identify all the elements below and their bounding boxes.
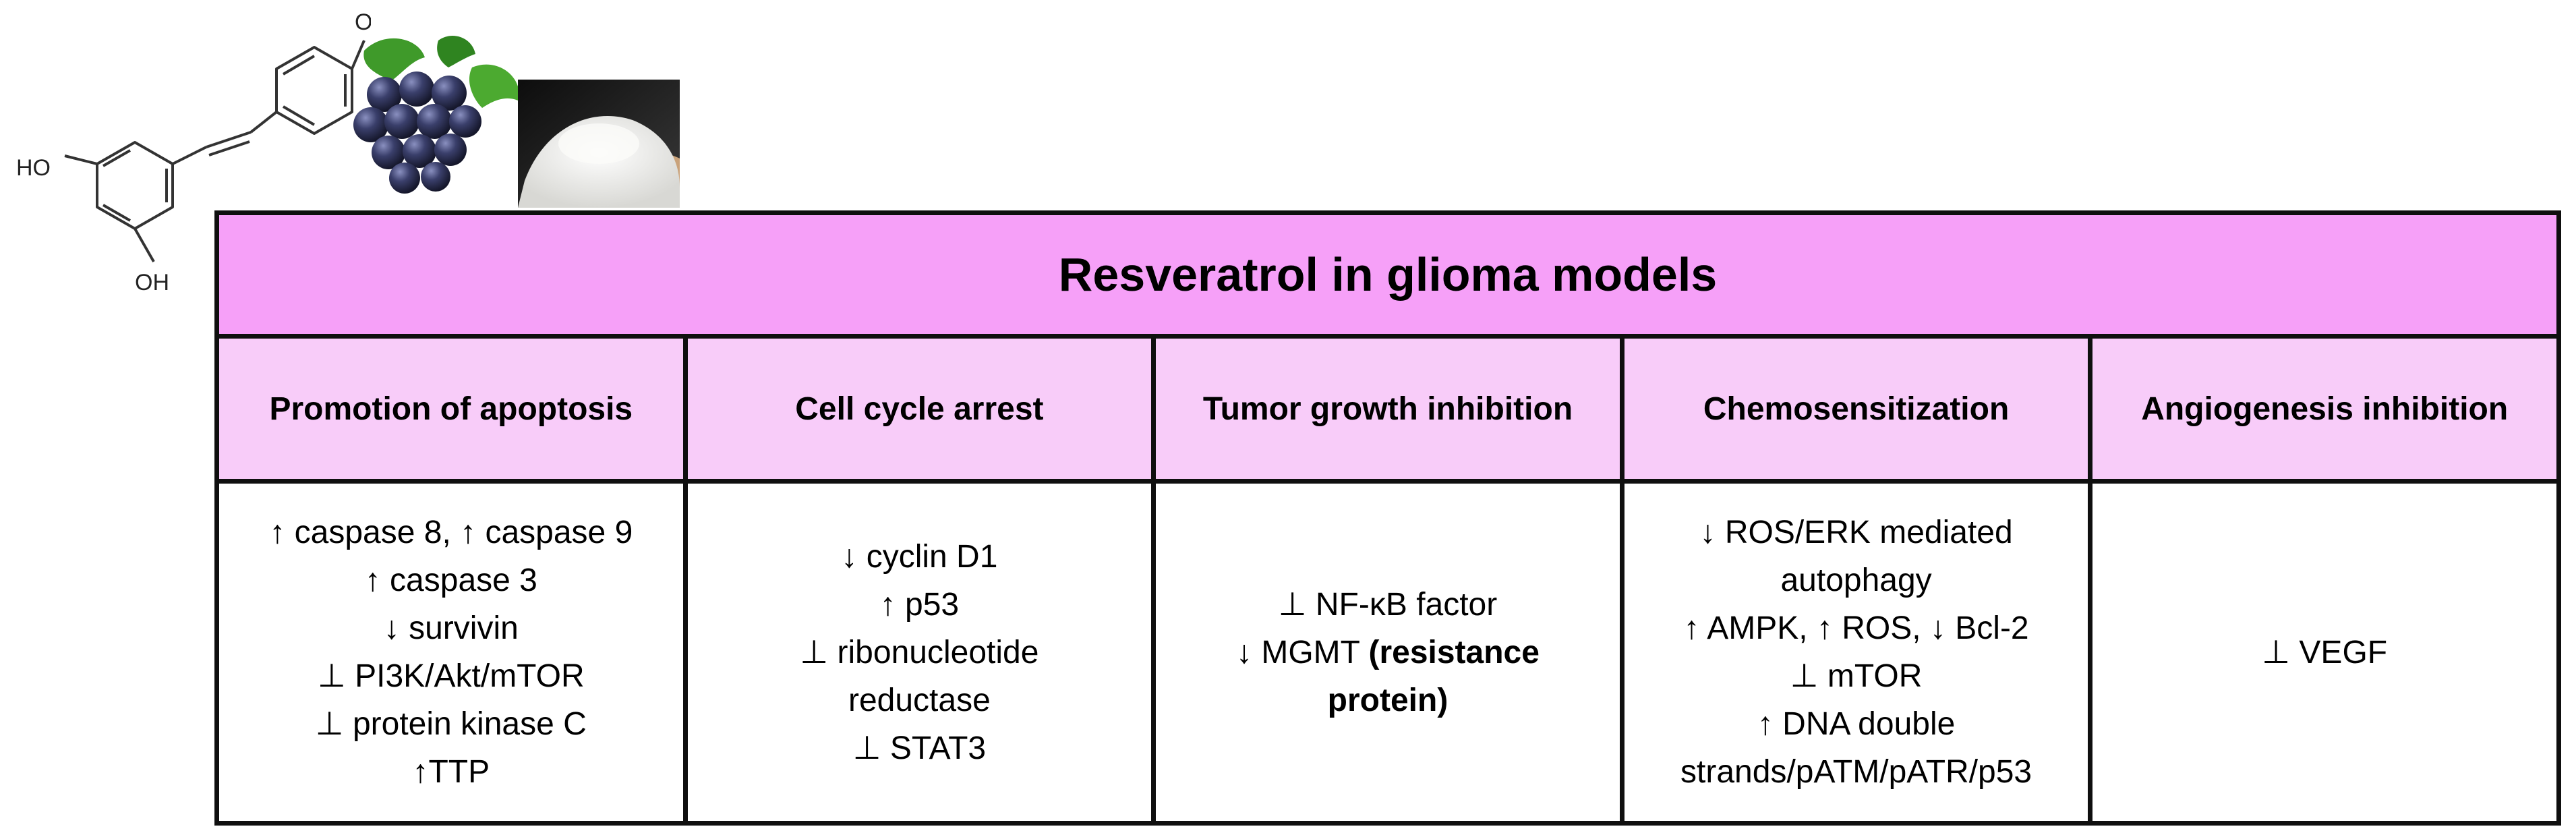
effect-text: ↑ p53 xyxy=(879,586,960,623)
column-effects: ⊥ VEGF xyxy=(2088,479,2561,826)
effect-line: ⊥ NF-κB factor xyxy=(1156,581,1620,629)
effect-line: ↑ caspase 8, ↑ caspase 9 xyxy=(219,509,683,556)
effect-line: ⊥ STAT3 xyxy=(688,724,1152,772)
title-row: Resveratrol in glioma models xyxy=(214,210,2561,339)
effect-line: strands/pATM/pATR/p53 xyxy=(1624,748,2088,796)
effect-text: ↑ caspase 3 xyxy=(364,563,537,598)
effect-line: ↑ caspase 3 xyxy=(219,556,683,604)
effect-text: strands/pATM/pATR/p53 xyxy=(1680,754,2032,790)
body-row: ↑ caspase 8, ↑ caspase 9 ↑ caspase 3 ↓ sur… xyxy=(214,479,2561,826)
effect-line: ↓ MGMT (resistance xyxy=(1156,629,1620,676)
effect-line: ↑TTP xyxy=(219,748,683,796)
effect-line: ↑ AMPK, ↑ ROS, ↓ Bcl-2 xyxy=(1624,604,2088,652)
effect-text: ⊥ protein kinase C xyxy=(315,706,587,742)
column-effects: ↓ ROS/ERK mediated autophagy ↑ AMPK, ↑ ROS… xyxy=(1619,479,2093,826)
effect-text: autophagy xyxy=(1780,563,1932,598)
effect-text: ↓ cyclin D1 xyxy=(841,538,998,575)
effect-line: ↓ survivin xyxy=(219,604,683,652)
column-effects: ↑ caspase 8, ↑ caspase 9 ↑ caspase 3 ↓ sur… xyxy=(214,479,688,826)
effect-line: ⊥ protein kinase C xyxy=(219,700,683,748)
column-header: Tumor growth inhibition xyxy=(1151,334,1624,484)
effect-text: ⊥ ribonucleotide xyxy=(800,634,1039,670)
effect-text: ↑TTP xyxy=(412,754,490,790)
column-header: Chemosensitization xyxy=(1619,334,2093,484)
effect-line: ⊥ VEGF xyxy=(2092,629,2556,676)
column-effects: ↓ cyclin D1 ↑ p53 ⊥ ribonucleotide reductas… xyxy=(682,479,1157,826)
resveratrol-molecule-icon: OH HO OH xyxy=(16,9,371,295)
molecule-label-oh-top: OH xyxy=(355,9,371,35)
effect-text: ⊥ PI3K/Akt/mTOR xyxy=(317,658,585,694)
effect-text: ⊥ mTOR xyxy=(1790,658,1923,694)
effect-text: ↑ DNA double xyxy=(1757,706,1956,742)
effect-line: ⊥ PI3K/Akt/mTOR xyxy=(219,652,683,700)
effect-line: ⊥ mTOR xyxy=(1624,652,2088,700)
effect-line: ↓ ROS/ERK mediated xyxy=(1624,509,2088,556)
column-header: Angiogenesis inhibition xyxy=(2088,334,2561,484)
effect-text: ⊥ VEGF xyxy=(2262,634,2388,670)
effect-line: reductase xyxy=(688,676,1152,724)
effect-text: reductase xyxy=(848,682,991,718)
effect-line: ↓ cyclin D1 xyxy=(688,533,1152,581)
table-title: Resveratrol in glioma models xyxy=(214,210,2561,339)
summary-table: Resveratrol in glioma models Promotion o… xyxy=(214,210,2561,826)
effect-line: ↑ p53 xyxy=(688,581,1152,629)
effect-emphasis: (resistance xyxy=(1368,634,1540,670)
effect-line: autophagy xyxy=(1624,556,2088,604)
column-header: Cell cycle arrest xyxy=(682,334,1157,484)
molecule-label-oh-bottom: OH xyxy=(135,270,169,295)
effect-text: ⊥ NF-κB factor xyxy=(1278,586,1498,623)
grapes-icon xyxy=(353,35,520,194)
effect-text: ↓ survivin xyxy=(383,610,519,646)
column-effects: ⊥ NF-κB factor ↓ MGMT (resistance protein) xyxy=(1151,479,1624,826)
effect-text: ↑ AMPK, ↑ ROS, ↓ Bcl-2 xyxy=(1683,610,2029,646)
effect-text: ↑ caspase 8, ↑ caspase 9 xyxy=(269,515,633,550)
effect-line: ⊥ ribonucleotide xyxy=(688,629,1152,676)
effect-line: ↑ DNA double xyxy=(1624,700,2088,748)
effect-text: ↓ ROS/ERK mediated xyxy=(1699,515,2013,550)
effect-text: ⊥ STAT3 xyxy=(852,730,987,766)
effect-text: ↓ MGMT xyxy=(1236,634,1369,670)
column-header: Promotion of apoptosis xyxy=(214,334,688,484)
effect-emphasis: protein) xyxy=(1327,682,1448,718)
effect-line: protein) xyxy=(1156,676,1620,724)
powder-icon xyxy=(518,80,680,208)
molecule-label-ho-left: HO xyxy=(16,155,51,181)
